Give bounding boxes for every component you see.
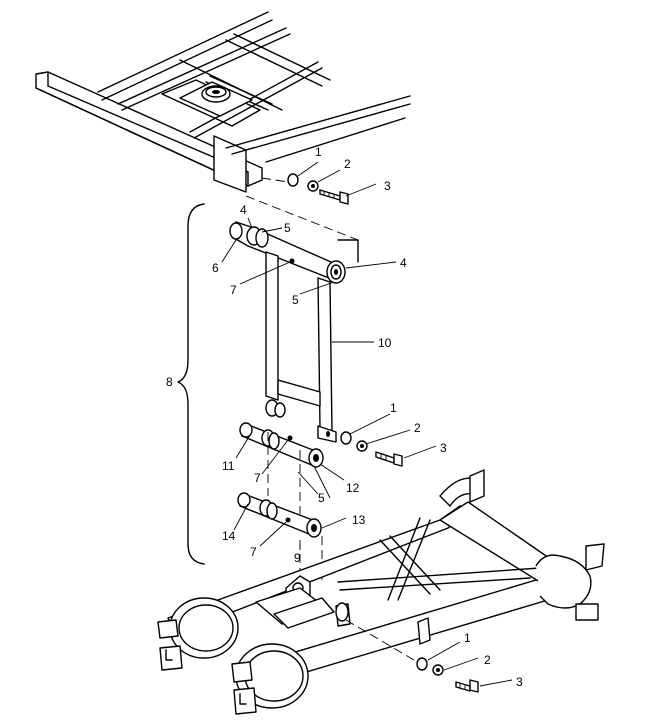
callout-3: 3 [516,675,523,689]
callout-9: 9 [294,551,301,565]
callout-13: 13 [352,513,366,527]
callout-5: 5 [318,491,325,505]
callout-3: 3 [384,179,391,193]
callout-2: 2 [484,653,491,667]
callout-11: 11 [222,459,235,473]
callout-10: 10 [378,336,392,350]
vehicle-frame [35,11,411,193]
callout-8: 8 [166,375,173,389]
callout-1: 1 [464,631,471,645]
callout-6: 6 [212,261,219,275]
assembly-brace [177,203,205,565]
right-clamp-lower [535,554,592,609]
bottom-hardware [416,657,479,693]
link-assembly [229,195,359,443]
grease-fitting-7-top [289,258,295,264]
leader-lines [221,161,513,687]
callout-12: 12 [346,481,360,495]
rear-suspension-frame [157,469,605,715]
callout-3: 3 [440,441,447,455]
bolt-3-top [319,189,341,201]
callout-labels: 1 2 3 4 5 6 7 4 5 10 8 1 2 3 11 7 12 5 1… [166,145,523,689]
callout-7: 7 [230,283,237,297]
callout-7: 7 [250,545,257,559]
callout-2: 2 [414,421,421,435]
link-hardware [340,431,403,467]
top-mount-hardware [261,173,349,205]
nut-1-top [287,173,299,187]
lower-shafts [237,422,324,588]
callout-1: 1 [390,401,397,415]
callout-2: 2 [344,157,351,171]
shaft-11 [239,422,253,438]
callout-1: 1 [315,145,322,159]
callout-5: 5 [284,221,291,235]
callout-5: 5 [292,293,299,307]
shaft-14 [237,492,251,508]
callout-7: 7 [254,471,261,485]
shaft-end-6 [229,222,243,240]
callout-4: 4 [400,256,407,270]
callout-4: 4 [240,203,247,217]
callout-14: 14 [222,529,236,543]
